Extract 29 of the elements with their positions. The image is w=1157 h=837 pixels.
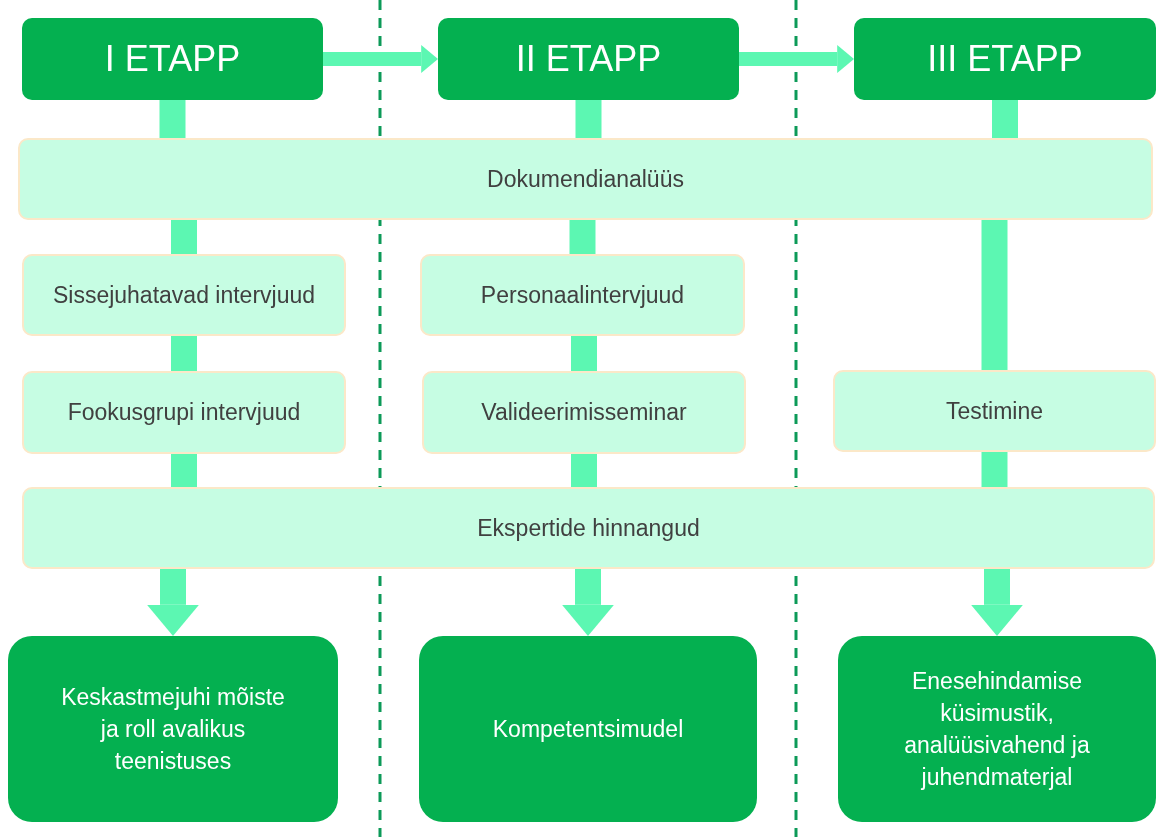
connector-bar — [981, 220, 1008, 370]
connector-bar — [171, 336, 197, 371]
connector-bar — [575, 100, 602, 138]
connector-bar — [992, 100, 1018, 138]
arrow — [323, 45, 438, 73]
method-box: Testimine — [833, 370, 1156, 452]
connector-bar — [571, 336, 597, 371]
stage-header: III ETAPP — [854, 18, 1156, 100]
connector-bar — [171, 220, 197, 254]
connector-bar — [171, 454, 197, 487]
stage-header: I ETAPP — [22, 18, 323, 100]
arrow — [562, 569, 614, 636]
connector-bar — [159, 100, 186, 138]
arrow — [971, 569, 1023, 636]
method-band: Dokumendianalüüs — [18, 138, 1153, 220]
arrow — [147, 569, 199, 636]
method-box: Fookusgrupi intervjuud — [22, 371, 346, 454]
method-band: Ekspertide hinnangud — [22, 487, 1155, 569]
connector-bar — [571, 454, 597, 487]
method-box: Personaalintervjuud — [420, 254, 745, 336]
result-box: Keskastmejuhi mõiste ja roll avalikus teenistuses — [8, 636, 338, 822]
arrow — [739, 45, 854, 73]
result-box: Enesehindamise küsimustik, analüüsivahend ja juhendmaterjal — [838, 636, 1156, 822]
result-box: Kompetentsimudel — [419, 636, 757, 822]
connector-bar — [569, 220, 596, 254]
method-box: Valideerimisseminar — [422, 371, 746, 454]
method-box: Sissejuhatavad intervjuud — [22, 254, 346, 336]
stage-header: II ETAPP — [438, 18, 739, 100]
connector-bar — [981, 452, 1008, 487]
